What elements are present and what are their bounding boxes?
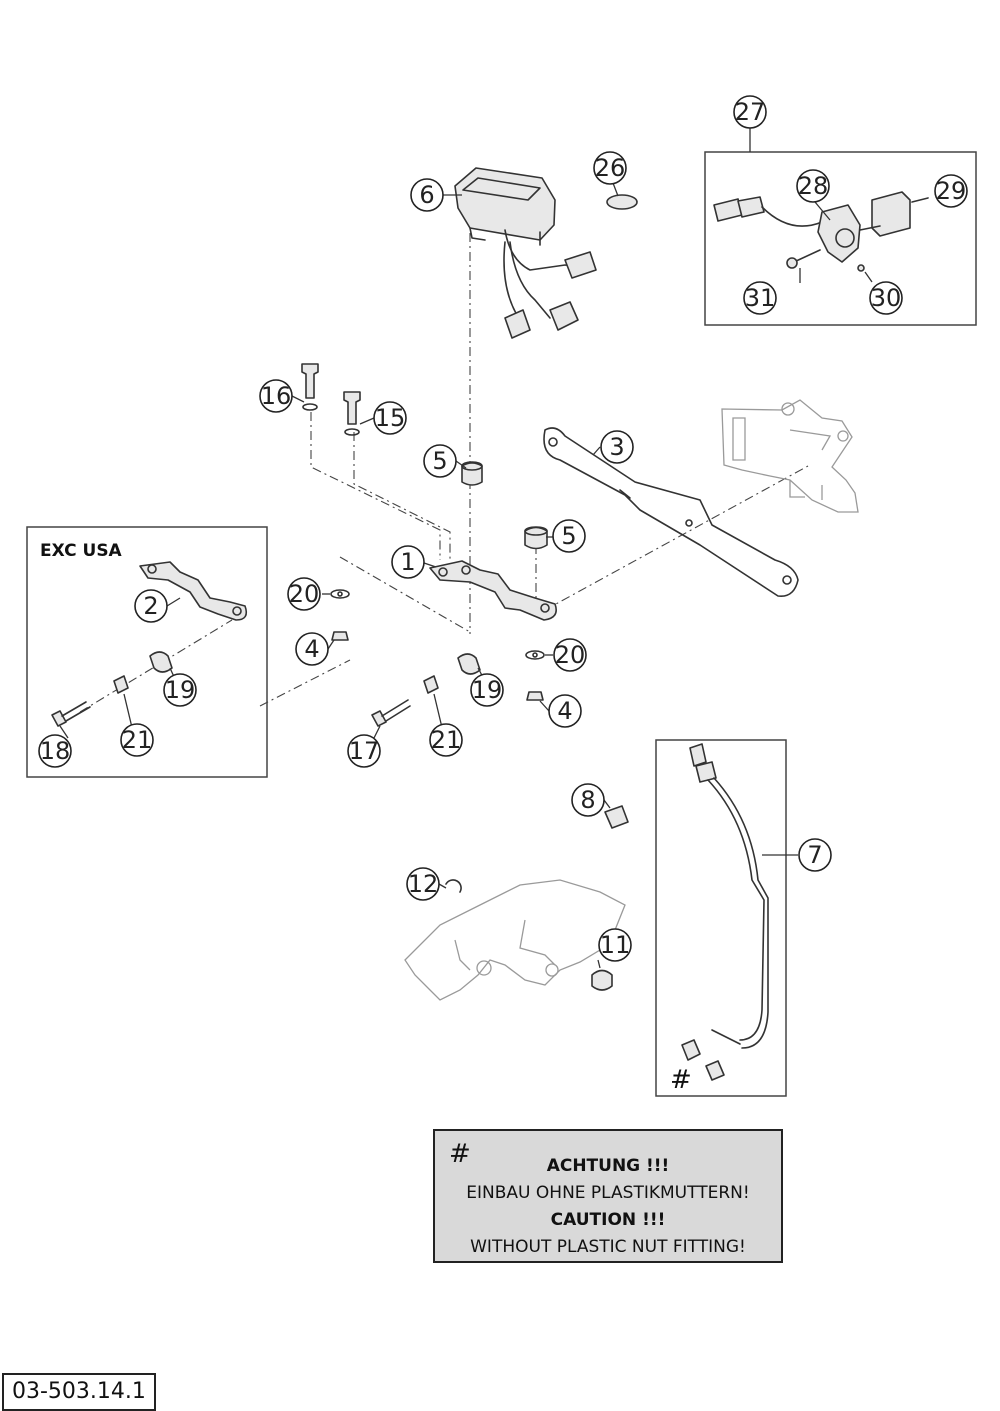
holder-bracket-exc-usa xyxy=(139,561,248,621)
svg-text:29: 29 xyxy=(936,177,967,205)
callout-3: 3 xyxy=(600,430,634,464)
callout-27: 27 xyxy=(733,95,767,129)
svg-text:21: 21 xyxy=(431,726,462,754)
callout-21-right: 21 xyxy=(429,723,463,757)
fork-bridge-outline xyxy=(721,399,859,513)
callout-12: 12 xyxy=(406,867,440,901)
svg-text:17: 17 xyxy=(349,737,380,765)
callout-7: 7 xyxy=(798,838,832,872)
svg-text:26: 26 xyxy=(595,154,626,182)
callout-4-left: 4 xyxy=(295,632,329,666)
cap-plug xyxy=(606,194,638,210)
callout-30: 30 xyxy=(869,281,903,315)
callout-5-right: 5 xyxy=(552,519,586,553)
svg-text:19: 19 xyxy=(165,676,196,704)
screw-assembly-main xyxy=(371,653,481,727)
svg-text:7: 7 xyxy=(807,841,822,869)
svg-text:21: 21 xyxy=(122,726,153,754)
svg-text:18: 18 xyxy=(40,737,71,765)
hash-symbol: # xyxy=(670,1065,692,1095)
svg-text:30: 30 xyxy=(871,284,902,312)
svg-text:4: 4 xyxy=(557,697,572,725)
callout-21-left: 21 xyxy=(120,723,154,757)
callout-4-right: 4 xyxy=(548,694,582,728)
svg-text:15: 15 xyxy=(375,404,406,432)
svg-text:20: 20 xyxy=(555,641,586,669)
pins xyxy=(301,363,361,436)
callout-15: 15 xyxy=(373,401,407,435)
svg-text:1: 1 xyxy=(400,548,415,576)
callout-26: 26 xyxy=(593,151,627,185)
svg-text:31: 31 xyxy=(745,284,776,312)
callout-18: 18 xyxy=(38,734,72,768)
callout-19-right: 19 xyxy=(470,673,504,707)
callout-20-left: 20 xyxy=(287,577,321,611)
note-line-achtung: ACHTUNG !!! xyxy=(546,1156,670,1176)
svg-text:6: 6 xyxy=(419,181,434,209)
rubber-grommets xyxy=(461,461,548,550)
callout-6: 6 xyxy=(410,178,444,212)
assembly-dash-lines xyxy=(79,233,809,713)
svg-text:28: 28 xyxy=(798,172,829,200)
svg-text:12: 12 xyxy=(408,870,439,898)
callout-16: 16 xyxy=(259,379,293,413)
svg-text:4: 4 xyxy=(304,635,319,663)
svg-text:19: 19 xyxy=(472,676,503,704)
svg-text:2: 2 xyxy=(143,592,158,620)
caution-note: # ACHTUNG !!! EINBAU OHNE PLASTIKMUTTERN… xyxy=(433,1129,783,1263)
screw-assembly-exc-usa xyxy=(51,651,173,727)
exc-usa-box xyxy=(26,526,268,778)
callout-1: 1 xyxy=(391,545,425,579)
small-fittings xyxy=(445,805,629,991)
fork-leg-outline xyxy=(404,879,626,1001)
svg-text:11: 11 xyxy=(600,931,631,959)
svg-text:3: 3 xyxy=(609,433,624,461)
svg-text:5: 5 xyxy=(432,447,447,475)
sensor-kit-box xyxy=(704,151,977,326)
long-holder-bracket xyxy=(543,427,799,597)
sensor-kit-parts xyxy=(713,191,929,283)
holder-bracket xyxy=(429,560,557,621)
leader-lines xyxy=(59,127,798,969)
callout-20-right: 20 xyxy=(553,638,587,672)
note-hash-symbol: # xyxy=(449,1139,471,1169)
svg-text:20: 20 xyxy=(289,580,320,608)
svg-text:27: 27 xyxy=(735,98,766,126)
note-line-english: WITHOUT PLASTIC NUT FITTING! xyxy=(470,1237,746,1257)
document-number: 03-503.14.1 xyxy=(2,1373,156,1411)
callout-19-left: 19 xyxy=(163,673,197,707)
speed-sensor-cable xyxy=(681,743,769,1081)
callout-2: 2 xyxy=(134,589,168,623)
callout-29: 29 xyxy=(934,174,968,208)
callout-31: 31 xyxy=(743,281,777,315)
callout-8: 8 xyxy=(571,783,605,817)
note-line-german: EINBAU OHNE PLASTIKMUTTERN! xyxy=(466,1183,750,1203)
svg-text:8: 8 xyxy=(580,786,595,814)
callout-5-top: 5 xyxy=(423,444,457,478)
callout-28: 28 xyxy=(796,169,830,203)
svg-text:16: 16 xyxy=(261,382,292,410)
washers-and-nuts xyxy=(330,589,545,701)
callout-17: 17 xyxy=(347,734,381,768)
exc-usa-label: EXC USA xyxy=(40,541,123,561)
note-line-caution: CAUTION !!! xyxy=(550,1210,666,1230)
speedometer-unit xyxy=(454,167,597,339)
svg-text:5: 5 xyxy=(561,522,576,550)
callout-11: 11 xyxy=(598,928,632,962)
speed-sensor-cable-box xyxy=(655,739,787,1097)
